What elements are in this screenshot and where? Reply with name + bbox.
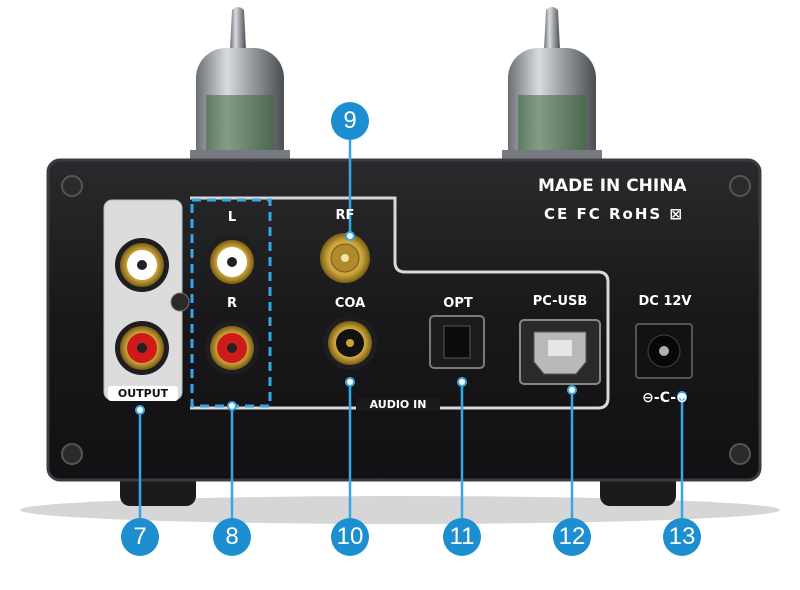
certification-marks: CE FC RoHS ⊠ <box>544 205 684 223</box>
usb-b-connector <box>519 319 601 385</box>
callout-13: 13 <box>663 518 701 556</box>
callout-10: 10 <box>331 518 369 556</box>
left-tube <box>190 7 290 178</box>
input-rca-left <box>205 235 259 289</box>
callout-12: 12 <box>553 518 591 556</box>
rf-antenna-connector <box>320 233 370 283</box>
callout-7: 7 <box>121 518 159 556</box>
output-rca-red <box>115 321 169 375</box>
callout-lines <box>138 140 684 518</box>
right-tube <box>502 7 602 178</box>
usb-label: PC-USB <box>532 294 588 309</box>
corner-screws <box>61 175 751 465</box>
made-in-china-text: MADE IN CHINA <box>538 176 687 196</box>
input-right-label: R <box>226 296 237 311</box>
callout-dots <box>135 231 687 415</box>
floor-shadow <box>20 496 780 524</box>
coaxial-connector <box>323 316 377 370</box>
ce-mark: CE <box>544 205 570 223</box>
callout-11: 11 <box>443 518 481 556</box>
fc-mark: FC <box>576 205 602 223</box>
opt-label: OPT <box>443 296 473 311</box>
ground-screw <box>170 292 190 312</box>
input-rca-right <box>205 321 259 375</box>
dc-power-jack <box>635 323 693 379</box>
weee-bin-icon: ⊠ <box>669 205 685 223</box>
dc-label: DC 12V <box>638 294 692 309</box>
rohs-mark: RoHS <box>609 205 663 223</box>
input-left-label: L <box>227 210 237 225</box>
rf-label: RF <box>335 208 355 223</box>
coa-label: COA <box>334 296 366 311</box>
output-label: OUTPUT <box>108 386 178 401</box>
callout-9: 9 <box>331 102 369 140</box>
audio-in-label: AUDIO IN <box>356 398 440 411</box>
output-rca-white <box>115 238 169 292</box>
polarity-icon: ⊖-C-⊕ <box>642 390 688 406</box>
optical-connector <box>429 315 485 369</box>
callout-8: 8 <box>213 518 251 556</box>
audio-in-outline <box>190 196 610 410</box>
